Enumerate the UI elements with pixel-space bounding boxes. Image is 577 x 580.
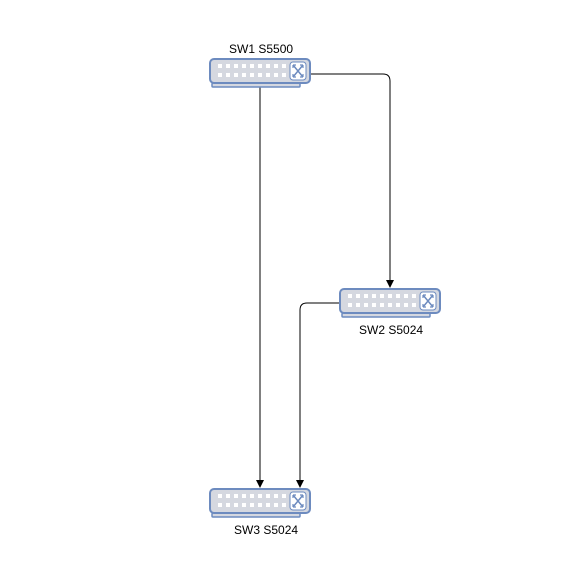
switch-sw2[interactable] bbox=[339, 288, 441, 318]
sw2-label: SW2 S5024 bbox=[359, 323, 424, 337]
network-switch-icon bbox=[209, 58, 311, 88]
edge-sw1-to-sw2 bbox=[310, 73, 394, 288]
sw1-label: SW1 S5500 bbox=[229, 42, 294, 56]
switch-sw1[interactable] bbox=[209, 58, 311, 88]
switch-sw3[interactable] bbox=[209, 488, 311, 518]
network-switch-icon bbox=[339, 288, 441, 318]
network-switch-icon bbox=[209, 488, 311, 518]
edge-sw2-to-sw3 bbox=[296, 302, 340, 488]
sw3-label: SW3 S5024 bbox=[234, 523, 299, 537]
